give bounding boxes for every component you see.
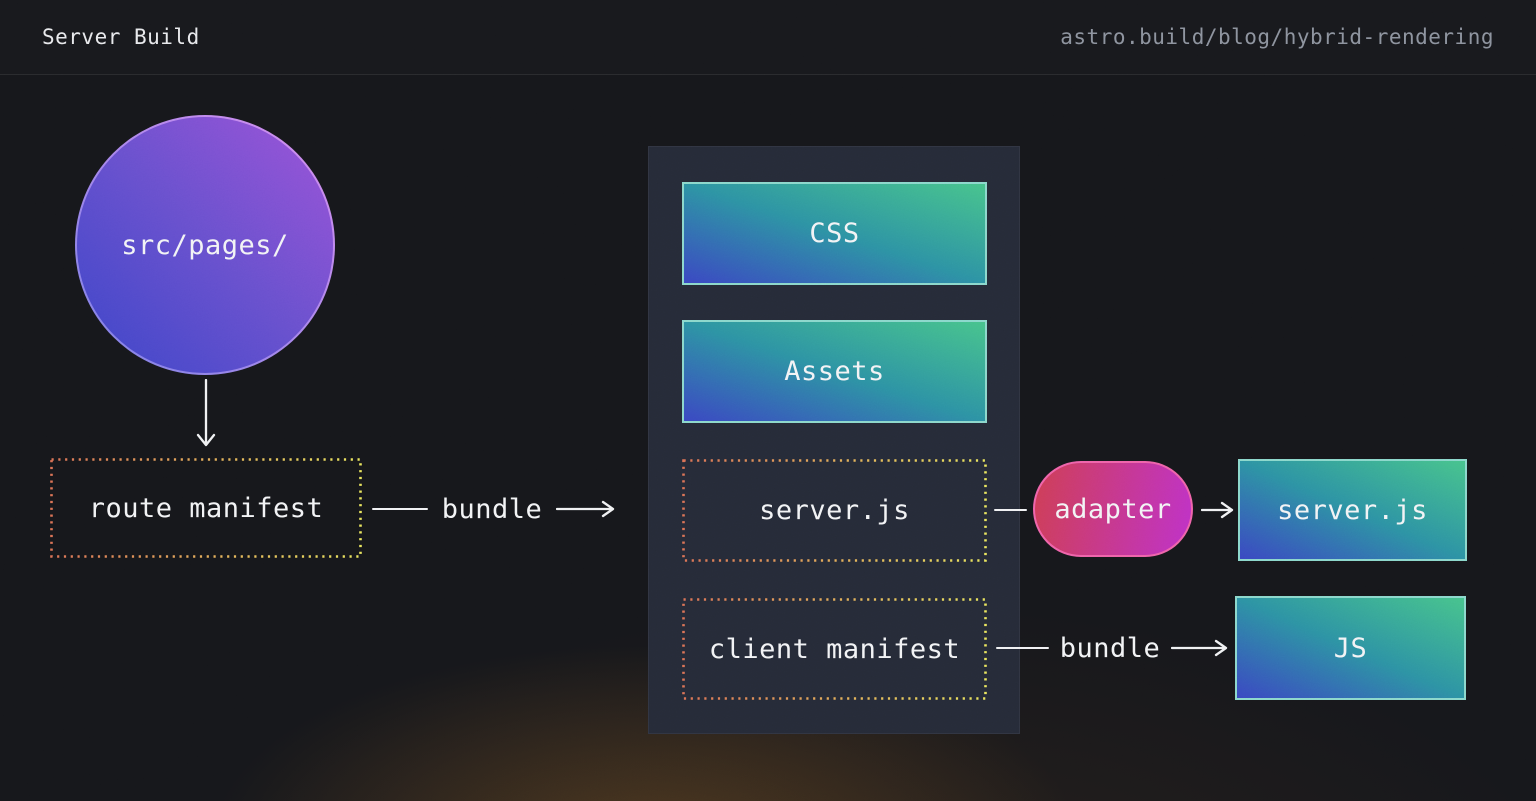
arrow-down-icon <box>196 379 216 447</box>
header-bar: Server Build astro.build/blog/hybrid-ren… <box>0 0 1536 75</box>
bundle-connector-left: bundle <box>372 493 616 525</box>
arrow-right-icon <box>1201 501 1234 519</box>
build-output-panel: CSS Assets server.js <box>648 146 1020 734</box>
adapter-label: adapter <box>1054 493 1172 525</box>
bundle-label: bundle <box>1059 632 1161 664</box>
bundle-connector-right: bundle <box>996 632 1229 664</box>
arrow-right-icon <box>1170 639 1228 657</box>
source-url: astro.build/blog/hybrid-rendering <box>1060 25 1494 49</box>
bundle-label: bundle <box>441 493 543 525</box>
connector-line <box>996 647 1049 649</box>
js-output-node: JS <box>1235 596 1466 700</box>
page-title: Server Build <box>42 25 200 49</box>
assets-label: Assets <box>784 356 885 387</box>
dotted-gradient-border <box>682 459 987 562</box>
dotted-gradient-border <box>50 458 362 558</box>
route-manifest-node: route manifest <box>50 458 362 558</box>
connector-line <box>372 508 428 510</box>
js-output-label: JS <box>1333 632 1368 664</box>
server-js-bundle-node: server.js <box>682 459 987 562</box>
server-js-output-label: server.js <box>1277 494 1428 526</box>
css-label: CSS <box>809 218 860 249</box>
assets-node: Assets <box>682 320 987 423</box>
src-pages-node: src/pages/ <box>75 115 335 375</box>
arrow-right-icon <box>555 500 615 518</box>
connector-line <box>994 509 1027 511</box>
src-pages-label: src/pages/ <box>121 229 289 261</box>
src-pages-node-fill: src/pages/ <box>77 117 333 373</box>
dotted-gradient-border <box>682 598 987 700</box>
client-manifest-node: client manifest <box>682 598 987 700</box>
css-node: CSS <box>682 182 987 285</box>
adapter-node: adapter <box>1033 461 1193 557</box>
server-js-output-node: server.js <box>1238 459 1467 561</box>
